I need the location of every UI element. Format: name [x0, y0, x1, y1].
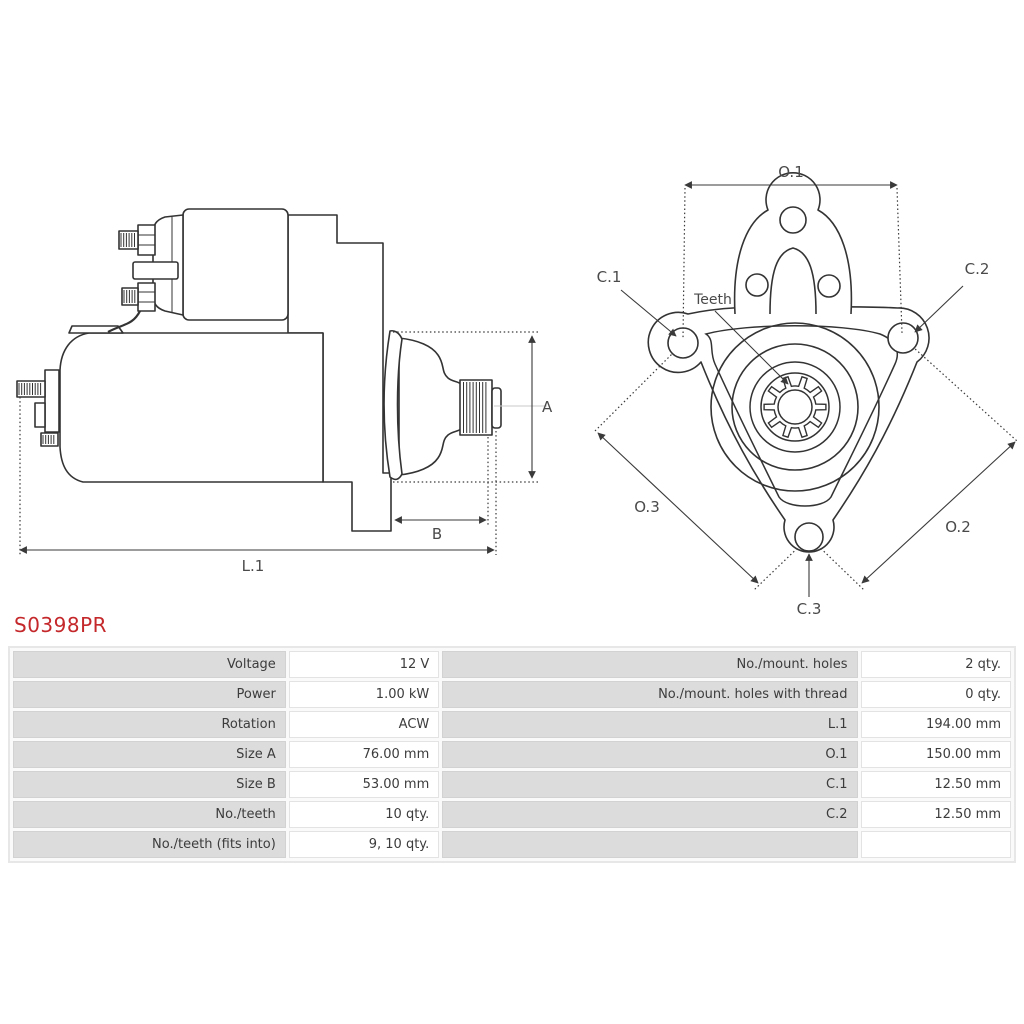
spec-value-mount-holes-thread: 0 qty. [860, 681, 1011, 708]
lower-nut-lines [138, 291, 155, 303]
rear-block [44, 369, 60, 433]
spec-value-l1: 194.00 mm [860, 711, 1011, 738]
terminal-wire [107, 310, 141, 333]
spec-value-c2: 12.50 mm [860, 801, 1011, 828]
dim-label-c2: C.2 [965, 260, 990, 278]
pinion-teeth-front [763, 375, 827, 439]
spec-table: Voltage 12 V No./mount. holes 2 qty. Pow… [8, 646, 1016, 863]
spec-label-l1: L.1 [442, 711, 858, 738]
spec-value-c1: 12.50 mm [860, 771, 1011, 798]
upper-stud-thread-hatch [120, 233, 135, 247]
bell-hole-top [779, 206, 807, 234]
solenoid-body [182, 208, 289, 321]
dim-line-o3 [597, 432, 759, 584]
dim-label-c1: C.1 [597, 268, 622, 286]
dim-label-c3: C.3 [797, 600, 822, 618]
stub-thread-hatch [42, 435, 55, 444]
lower-terminal-nut [137, 282, 156, 312]
spec-row: Rotation ACW L.1 194.00 mm [13, 711, 1011, 738]
boss-ring-outer [710, 322, 880, 492]
spec-row: Voltage 12 V No./mount. holes 2 qty. [13, 651, 1011, 678]
spec-value-teeth-fits-into: 9, 10 qty. [288, 831, 440, 858]
boss-ring-2 [731, 343, 859, 471]
terminal-bar [132, 261, 179, 280]
spec-label-teeth: No./teeth [13, 801, 286, 828]
starter-motor-side-view-drawing: A B L.1 [16, 208, 553, 575]
dim-label-o2: O.2 [945, 518, 971, 536]
bell-inner-arch [769, 247, 817, 315]
spec-label-c1: C.1 [442, 771, 858, 798]
spec-label-c2: C.2 [442, 801, 858, 828]
spec-label-power: Power [13, 681, 286, 708]
spec-value-empty [860, 831, 1011, 858]
rear-stub [40, 432, 59, 447]
spec-label-size-a: Size A [13, 741, 286, 768]
spec-row: No./teeth (fits into) 9, 10 qty. [13, 831, 1011, 858]
spec-label-empty [442, 831, 858, 858]
spec-value-o1: 150.00 mm [860, 741, 1011, 768]
dim-label-l1: L.1 [242, 557, 265, 575]
pinion-bore [777, 389, 813, 425]
extension-c2-o2 [902, 337, 1018, 442]
starter-motor-front-view-drawing: O.1 C.1 C.2 Teeth O.3 O.2 C.3 [594, 163, 1018, 618]
product-code-title: S0398PR [14, 613, 108, 637]
upper-terminal-nut [137, 224, 156, 256]
pinion-spline-hatch [463, 382, 487, 433]
leader-c2 [914, 285, 964, 333]
spec-value-rotation: ACW [288, 711, 440, 738]
lower-terminal-stud [121, 287, 139, 306]
mount-hole-c2 [887, 322, 919, 354]
motor-body [59, 332, 324, 483]
spec-value-size-a: 76.00 mm [288, 741, 440, 768]
spec-label-mount-holes: No./mount. holes [442, 651, 858, 678]
extension-o1-left [682, 187, 686, 340]
mount-flange-outline [647, 305, 930, 553]
bolt-thread-hatch [18, 383, 42, 395]
spec-row: Power 1.00 kW No./mount. holes with thre… [13, 681, 1011, 708]
upper-nut-lines [138, 234, 155, 246]
drive-housing [398, 337, 462, 476]
lower-stud-thread-hatch [123, 290, 136, 303]
spec-value-size-b: 53.00 mm [288, 771, 440, 798]
spec-row: Size A 76.00 mm O.1 150.00 mm [13, 741, 1011, 768]
flange-inner-contour [704, 325, 899, 507]
spec-value-mount-holes: 2 qty. [860, 651, 1011, 678]
pinion-end-cap [491, 387, 502, 429]
extension-c1-o3 [594, 342, 684, 432]
rear-step [34, 402, 46, 428]
spec-label-voltage: Voltage [13, 651, 286, 678]
spec-value-power: 1.00 kW [288, 681, 440, 708]
leader-c1 [620, 289, 677, 337]
spec-label-o1: O.1 [442, 741, 858, 768]
mount-hole-c3 [794, 522, 824, 552]
dim-line-o2 [861, 441, 1016, 584]
boss-ring-4 [760, 372, 830, 442]
dim-label-o3: O.3 [634, 498, 660, 516]
spec-label-mount-holes-thread: No./mount. holes with thread [442, 681, 858, 708]
mount-flange-band [383, 329, 403, 481]
bell-hole-left [745, 273, 769, 297]
spec-row: No./teeth 10 qty. C.2 12.50 mm [13, 801, 1011, 828]
boss-ring-3 [749, 361, 841, 453]
upper-terminal-stud [118, 230, 139, 250]
spec-value-voltage: 12 V [288, 651, 440, 678]
spec-label-rotation: Rotation [13, 711, 286, 738]
spec-label-size-b: Size B [13, 771, 286, 798]
spec-value-teeth: 10 qty. [288, 801, 440, 828]
spec-label-teeth-fits-into: No./teeth (fits into) [13, 831, 286, 858]
leader-teeth [714, 310, 789, 385]
dim-label-b: B [432, 525, 442, 543]
dim-label-o1: O.1 [778, 163, 804, 181]
bell-hole-right [817, 274, 841, 298]
spec-row: Size B 53.00 mm C.1 12.50 mm [13, 771, 1011, 798]
dim-label-a: A [542, 398, 553, 416]
dim-label-teeth: Teeth [693, 292, 732, 308]
